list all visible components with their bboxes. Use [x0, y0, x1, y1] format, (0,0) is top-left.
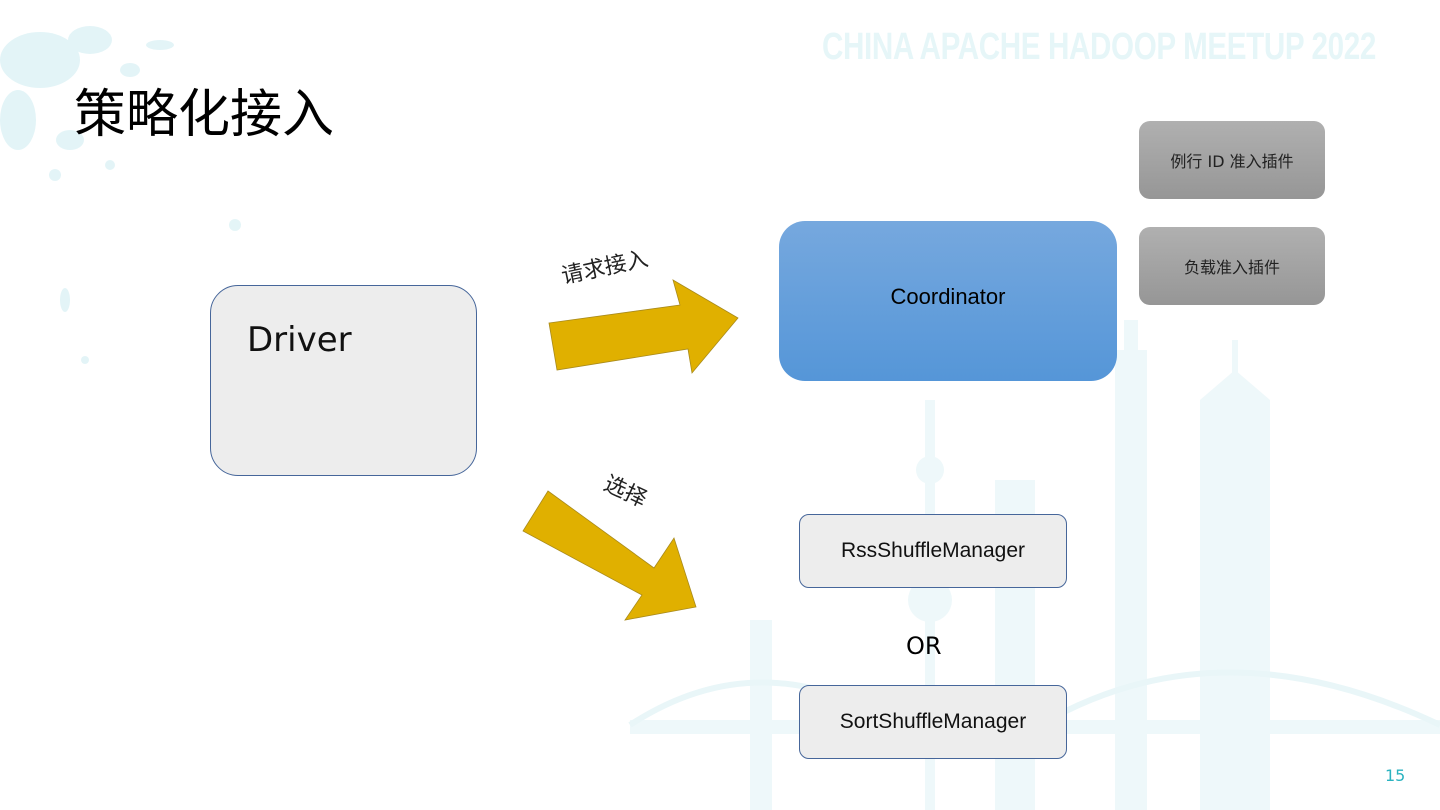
- select-arrow: [522, 490, 697, 621]
- request-arrow: [548, 279, 739, 374]
- plugin-routine-id: 例行 ID 准入插件: [1139, 121, 1325, 199]
- driver-node: Driver: [210, 285, 477, 476]
- plugin-load: 负载准入插件: [1139, 227, 1325, 305]
- page-number: 15: [1385, 766, 1406, 785]
- or-label: OR: [906, 632, 942, 660]
- sort-shuffle-manager-node: SortShuffleManager: [799, 685, 1067, 759]
- rss-shuffle-manager-node: RssShuffleManager: [799, 514, 1067, 588]
- page-title: 策略化接入: [74, 85, 335, 145]
- driver-label: Driver: [247, 320, 352, 360]
- coordinator-node: Coordinator: [779, 221, 1117, 381]
